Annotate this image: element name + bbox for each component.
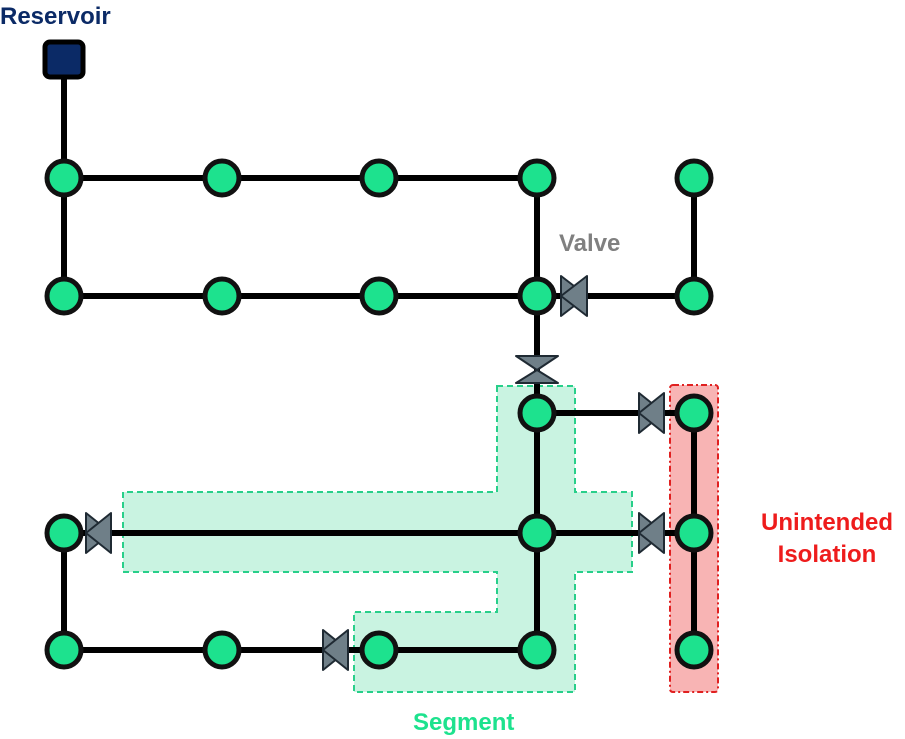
junction-node: [359, 276, 399, 316]
valve-icon: [638, 512, 665, 554]
junction-node: [517, 630, 557, 670]
unintended-isolation-label-line2: Isolation: [778, 541, 877, 568]
junction-node: [517, 276, 557, 316]
valves: [85, 275, 665, 671]
valve-icon: [638, 392, 665, 434]
segment-label: Segment: [413, 709, 514, 736]
valve-icon: [560, 275, 588, 317]
valve-icon: [515, 369, 559, 384]
junction-node: [202, 276, 242, 316]
junction-node: [517, 158, 557, 198]
junction-node: [674, 393, 714, 433]
junction-node: [44, 513, 84, 553]
segment-region: [122, 385, 633, 693]
junction-node: [517, 393, 557, 433]
junction-node: [674, 630, 714, 670]
valve-icon: [322, 629, 349, 671]
junction-node: [359, 158, 399, 198]
junction-node: [517, 513, 557, 553]
junction-node: [202, 630, 242, 670]
junction-node: [202, 158, 242, 198]
nodes: [44, 158, 714, 670]
junction-node: [44, 276, 84, 316]
unintended-isolation-label-line1: Unintended: [761, 509, 893, 536]
valve-icon: [85, 512, 112, 554]
valve-icon: [515, 355, 559, 371]
reservoir-label: Reservoir: [0, 3, 111, 30]
junction-node: [44, 630, 84, 670]
valve-label: Valve: [559, 230, 620, 257]
reservoir-icon: [42, 39, 86, 80]
junction-node: [44, 158, 84, 198]
junction-node: [359, 630, 399, 670]
junction-node: [674, 513, 714, 553]
junction-node: [674, 276, 714, 316]
junction-node: [674, 158, 714, 198]
